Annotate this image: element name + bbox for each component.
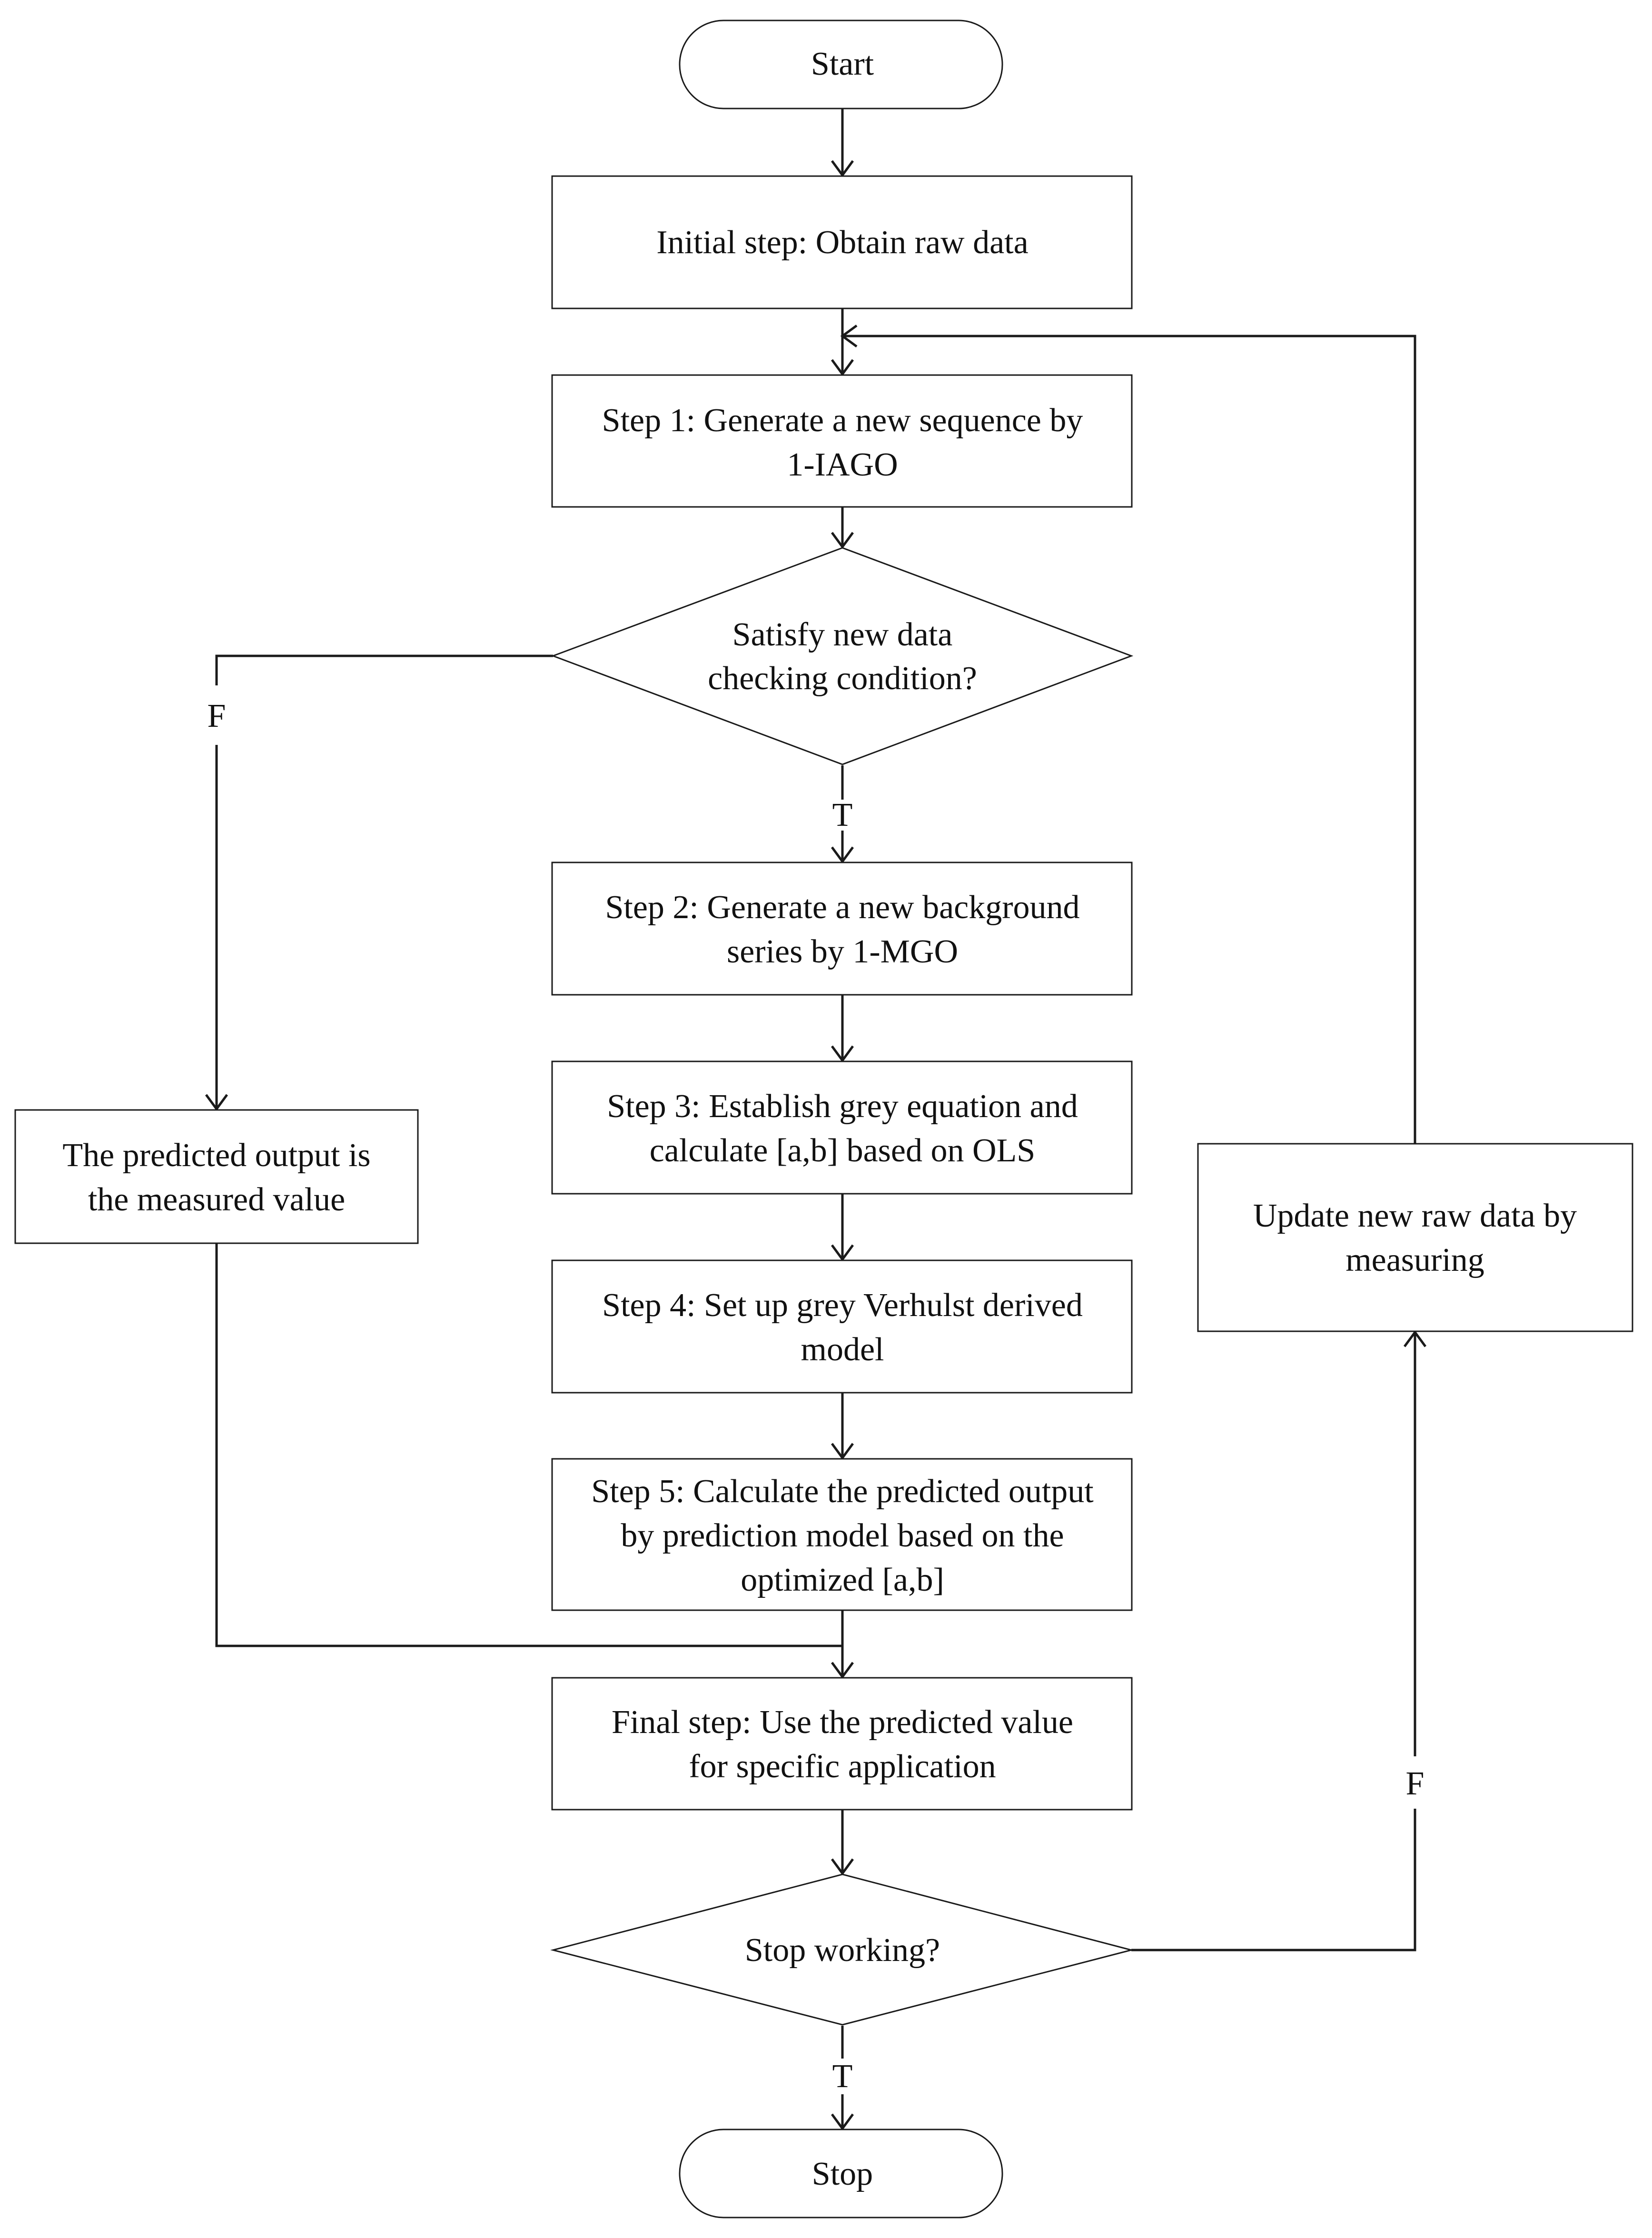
arrowhead-step2-to-step3 bbox=[831, 1045, 854, 1063]
initial-step-box: Initial step: Obtain raw data bbox=[551, 175, 1133, 309]
measured-value-line1: The predicted output is bbox=[62, 1137, 370, 1174]
update-raw-data-line2: measuring bbox=[1345, 1242, 1484, 1278]
check-condition-line2: checking condition? bbox=[708, 660, 977, 697]
arrowhead-stop-true bbox=[831, 2113, 854, 2131]
stop-false-label: F bbox=[1406, 1765, 1424, 1802]
initial-step-label: Initial step: Obtain raw data bbox=[656, 224, 1028, 261]
step3-box: Step 3: Establish grey equation and calc… bbox=[551, 1060, 1133, 1195]
step1-box: Step 1: Generate a new sequence by 1-IAG… bbox=[551, 374, 1133, 508]
update-raw-data-line1: Update new raw data by bbox=[1253, 1198, 1577, 1234]
step5-label-line3: optimized [a,b] bbox=[741, 1562, 944, 1598]
step1-label-line2: 1-IAGO bbox=[787, 446, 898, 483]
step2-label-line1: Step 2: Generate a new background bbox=[605, 889, 1079, 926]
step4-box: Step 4: Set up grey Verhulst derived mod… bbox=[551, 1259, 1133, 1394]
step5-label-line2: by prediction model based on the bbox=[621, 1517, 1064, 1554]
start-label: Start bbox=[811, 46, 874, 82]
step1-label-line1: Step 1: Generate a new sequence by bbox=[602, 402, 1083, 439]
update-raw-data-box: Update new raw data by measuring bbox=[1197, 1143, 1633, 1332]
final-step-label-line1: Final step: Use the predicted value bbox=[612, 1704, 1073, 1741]
step2-label-line2: series by 1-MGO bbox=[727, 933, 958, 970]
step3-label-line1: Step 3: Establish grey equation and bbox=[607, 1088, 1078, 1125]
arrowhead-step5-to-final bbox=[831, 1662, 854, 1679]
check-condition-line1: Satisfy new data bbox=[732, 616, 953, 653]
step5-label-line1: Step 5: Calculate the predicted output bbox=[591, 1473, 1094, 1510]
stop-terminal: Stop bbox=[679, 2129, 1003, 2218]
edge-stop-false bbox=[1131, 1809, 1416, 1951]
stop-true-label: T bbox=[832, 2058, 853, 2095]
stop-label: Stop bbox=[812, 2156, 873, 2192]
arrowhead-stop-false bbox=[1403, 1330, 1427, 1347]
arrowhead-initial-to-step1 bbox=[831, 359, 854, 376]
measured-value-box: The predicted output is the measured val… bbox=[14, 1109, 419, 1244]
step4-label-line2: model bbox=[801, 1331, 884, 1368]
final-step-box: Final step: Use the predicted value for … bbox=[551, 1677, 1133, 1811]
arrowhead-step4-to-step5 bbox=[831, 1443, 854, 1460]
step4-label-line1: Step 4: Set up grey Verhulst derived bbox=[602, 1287, 1083, 1324]
step5-box: Step 5: Calculate the predicted output b… bbox=[551, 1458, 1133, 1611]
edge-measured-to-final bbox=[215, 1243, 842, 1647]
stop-working-label: Stop working? bbox=[745, 1932, 940, 1969]
connectors bbox=[205, 109, 1427, 2131]
check-condition-decision: Satisfy new data checking condition? bbox=[551, 547, 1134, 765]
measured-value-line2: the measured value bbox=[88, 1181, 345, 1218]
start-terminal: Start bbox=[679, 20, 1003, 109]
edge-update-to-step1 bbox=[842, 335, 1416, 1144]
arrowhead-check-false bbox=[205, 1094, 228, 1111]
arrowhead-check-true bbox=[831, 846, 854, 864]
final-step-label-line2: for specific application bbox=[689, 1748, 996, 1785]
arrowhead-start-to-initial bbox=[831, 160, 854, 178]
stop-working-decision: Stop working? bbox=[550, 1873, 1134, 2026]
check-true-label: T bbox=[832, 797, 853, 833]
edge-check-false bbox=[215, 654, 553, 685]
arrowhead-final-to-stopcheck bbox=[831, 1858, 854, 1876]
arrowhead-step1-to-check bbox=[831, 532, 854, 549]
step2-box: Step 2: Generate a new background series… bbox=[551, 862, 1133, 996]
step3-label-line2: calculate [a,b] based on OLS bbox=[650, 1132, 1036, 1169]
arrowhead-update-to-step1 bbox=[840, 324, 858, 348]
arrowhead-step3-to-step4 bbox=[831, 1244, 854, 1262]
check-false-label: F bbox=[208, 698, 226, 734]
